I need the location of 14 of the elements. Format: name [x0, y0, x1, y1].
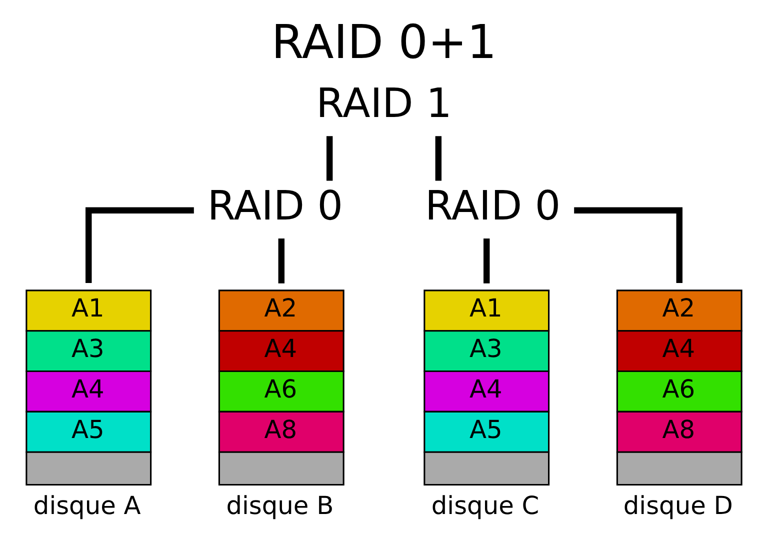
diagram-title: RAID 0+1: [271, 15, 497, 70]
node-label: disque C: [431, 490, 540, 520]
connector: [435, 136, 442, 181]
connector: [278, 238, 284, 284]
connector: [326, 136, 333, 181]
node-label: disque B: [226, 490, 334, 520]
node-text: RAID 0: [424, 181, 561, 230]
node-label: disque D: [623, 490, 733, 520]
connector: [86, 207, 194, 284]
node-label: disque A: [33, 490, 141, 520]
node-text: RAID 1: [316, 78, 452, 127]
connector: [574, 207, 682, 284]
connector: [484, 238, 490, 284]
node-text: RAID 0: [207, 181, 344, 230]
